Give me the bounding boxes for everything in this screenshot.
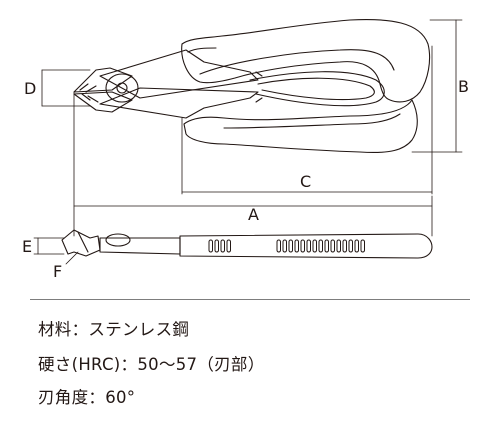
lower-jaw bbox=[73, 91, 133, 113]
pliers-side-view bbox=[61, 229, 433, 259]
side-jaw-edge bbox=[77, 231, 89, 253]
side-shaft bbox=[99, 237, 181, 255]
dim-f-label: F bbox=[53, 262, 62, 281]
dim-b-label: B bbox=[458, 77, 469, 96]
pivot-joint bbox=[105, 73, 139, 103]
dim-c-label: C bbox=[300, 172, 311, 191]
pliers-top-view bbox=[73, 19, 431, 154]
spec-material: 材料：ステンレス鋼 bbox=[38, 320, 190, 339]
spring-stop-bottom bbox=[255, 97, 263, 103]
lower-handle-inner-edge bbox=[223, 113, 401, 129]
jaw-hatch bbox=[79, 83, 99, 103]
dim-a-label: A bbox=[248, 205, 259, 224]
dim-d-label: D bbox=[24, 79, 36, 98]
upper-handle-inner-edge bbox=[199, 49, 395, 75]
side-jaw bbox=[61, 229, 101, 257]
spec-blade-angle: 刃角度：60° bbox=[38, 388, 136, 407]
spec-hardness: 硬さ(HRC)：50〜57（刃部） bbox=[38, 355, 265, 374]
upper-shaft bbox=[99, 49, 259, 99]
grip-slots-right bbox=[276, 239, 365, 253]
spring-inner bbox=[257, 77, 375, 101]
side-handle bbox=[179, 233, 433, 259]
grip-slots-left bbox=[208, 239, 231, 253]
lower-shaft bbox=[99, 87, 259, 119]
pivot-screw bbox=[116, 82, 128, 94]
pliers-diagram: D B C A E F bbox=[22, 19, 469, 281]
dim-e-label: E bbox=[22, 237, 32, 256]
spring bbox=[249, 71, 385, 107]
dimension-lines bbox=[33, 19, 463, 265]
spring-stop-top bbox=[255, 71, 263, 77]
lower-handle bbox=[183, 99, 418, 154]
upper-handle-groove bbox=[187, 47, 217, 53]
upper-handle bbox=[181, 19, 431, 103]
separator-line bbox=[30, 299, 470, 300]
side-pivot bbox=[105, 233, 131, 247]
